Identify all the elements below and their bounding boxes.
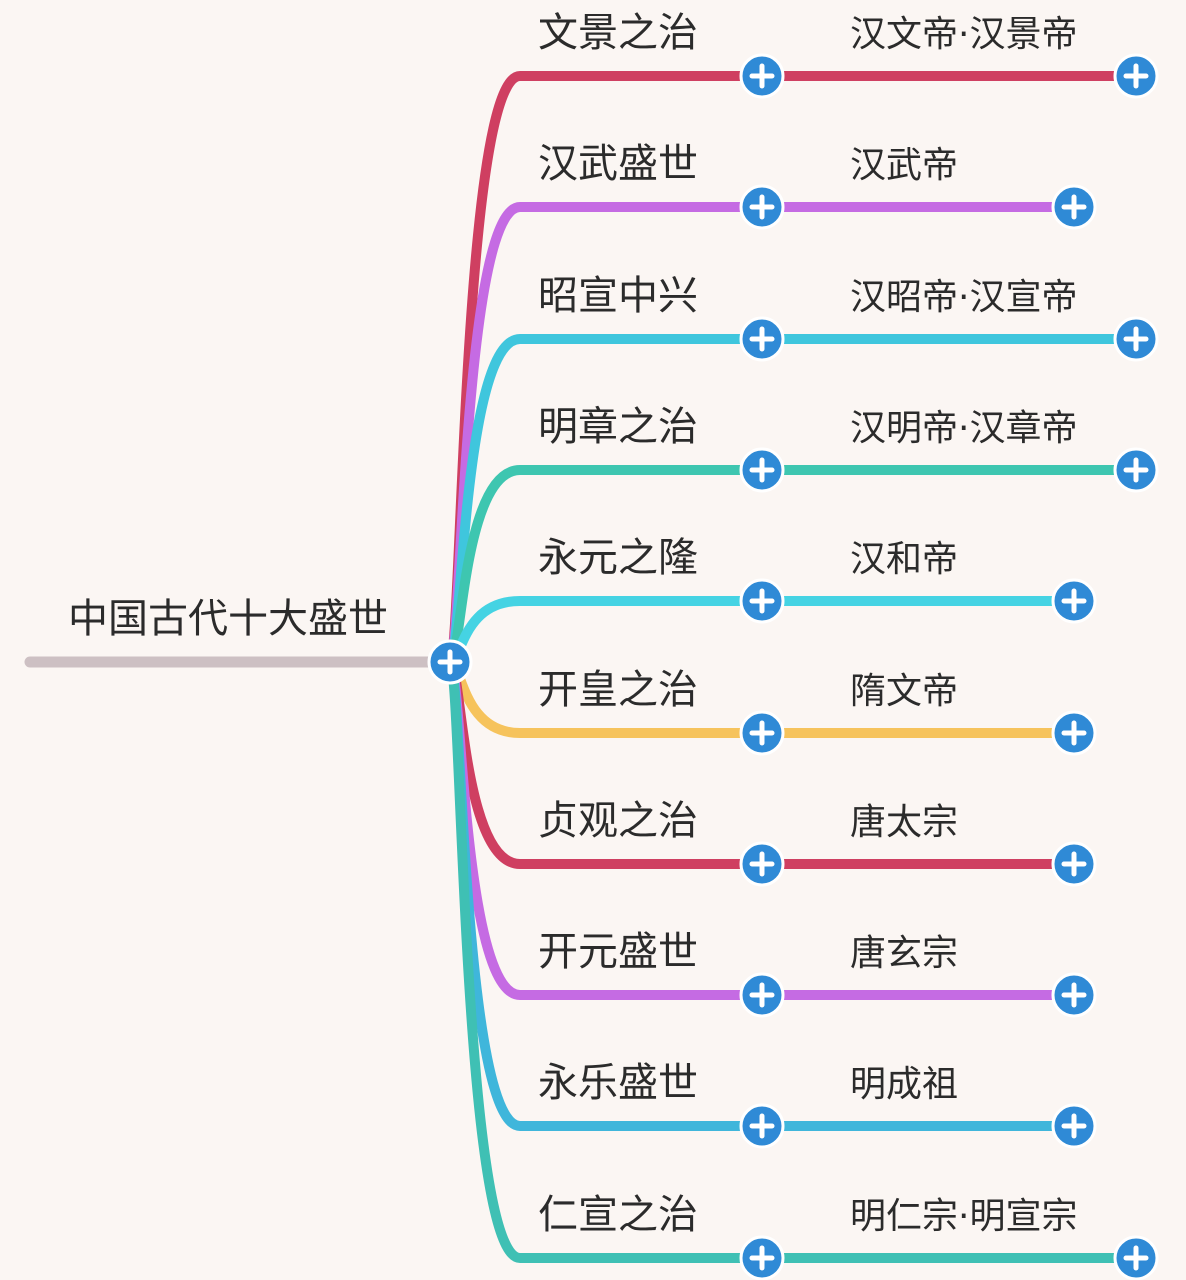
emperor-label: 汉昭帝·汉宣帝 xyxy=(850,277,1077,318)
emperor-expand-button[interactable] xyxy=(1051,710,1097,756)
emperor-label: 唐太宗 xyxy=(850,802,958,843)
emperor-expand-button[interactable] xyxy=(1051,972,1097,1018)
era-label: 贞观之治 xyxy=(538,798,698,844)
era-expand-button[interactable] xyxy=(739,1103,785,1149)
branch-item: 昭宣中兴 汉昭帝·汉宣帝 xyxy=(538,273,1159,362)
root-plus-button[interactable] xyxy=(427,639,473,685)
branch-item: 汉武盛世 汉武帝 xyxy=(538,141,1097,230)
era-label: 仁宣之治 xyxy=(538,1192,698,1238)
era-label: 汉武盛世 xyxy=(538,141,698,187)
emperor-expand-button[interactable] xyxy=(1051,841,1097,887)
emperor-expand-button[interactable] xyxy=(1051,1103,1097,1149)
emperor-expand-button[interactable] xyxy=(1051,578,1097,624)
emperor-label: 汉明帝·汉章帝 xyxy=(850,408,1077,449)
era-label: 永元之隆 xyxy=(538,535,698,581)
era-expand-button[interactable] xyxy=(739,972,785,1018)
era-expand-button[interactable] xyxy=(739,1235,785,1280)
era-label: 开皇之治 xyxy=(538,667,698,713)
root-expand-button[interactable] xyxy=(427,639,473,685)
era-expand-button[interactable] xyxy=(739,53,785,99)
branch-item: 明章之治 汉明帝·汉章帝 xyxy=(538,404,1159,493)
branch-item: 贞观之治 唐太宗 xyxy=(538,798,1097,887)
emperor-label: 唐玄宗 xyxy=(850,933,958,974)
era-label: 明章之治 xyxy=(538,404,698,450)
emperor-expand-button[interactable] xyxy=(1113,316,1159,362)
emperor-expand-button[interactable] xyxy=(1113,447,1159,493)
emperor-label: 汉和帝 xyxy=(850,539,958,580)
emperor-expand-button[interactable] xyxy=(1113,1235,1159,1280)
emperor-label: 隋文帝 xyxy=(850,671,958,712)
branch-item: 文景之治 汉文帝·汉景帝 xyxy=(538,10,1159,99)
era-label: 开元盛世 xyxy=(538,929,698,975)
emperor-label: 汉文帝·汉景帝 xyxy=(850,14,1077,55)
era-expand-button[interactable] xyxy=(739,316,785,362)
emperor-label: 明成祖 xyxy=(850,1064,958,1105)
branch-connector xyxy=(445,334,767,667)
branch-item: 开元盛世 唐玄宗 xyxy=(538,929,1097,1018)
root-node: 中国古代十大盛世 xyxy=(24,596,456,668)
era-label: 永乐盛世 xyxy=(538,1060,698,1106)
era-expand-button[interactable] xyxy=(739,447,785,493)
branch-item: 永乐盛世 明成祖 xyxy=(538,1060,1097,1149)
branch-item: 永元之隆 汉和帝 xyxy=(538,535,1097,624)
era-expand-button[interactable] xyxy=(739,184,785,230)
era-expand-button[interactable] xyxy=(739,710,785,756)
branch-item: 仁宣之治 明仁宗·明宣宗 xyxy=(538,1192,1159,1280)
era-expand-button[interactable] xyxy=(739,841,785,887)
branch-connector xyxy=(445,657,767,1263)
emperor-expand-button[interactable] xyxy=(1113,53,1159,99)
era-expand-button[interactable] xyxy=(739,578,785,624)
branch-connector xyxy=(445,596,767,667)
emperor-label: 汉武帝 xyxy=(850,145,958,186)
emperor-label: 明仁宗·明宣宗 xyxy=(850,1196,1077,1237)
emperor-expand-button[interactable] xyxy=(1051,184,1097,230)
root-title: 中国古代十大盛世 xyxy=(68,596,388,642)
era-label: 昭宣中兴 xyxy=(538,273,698,319)
era-label: 文景之治 xyxy=(538,10,698,56)
branch-item: 开皇之治 隋文帝 xyxy=(538,667,1097,756)
